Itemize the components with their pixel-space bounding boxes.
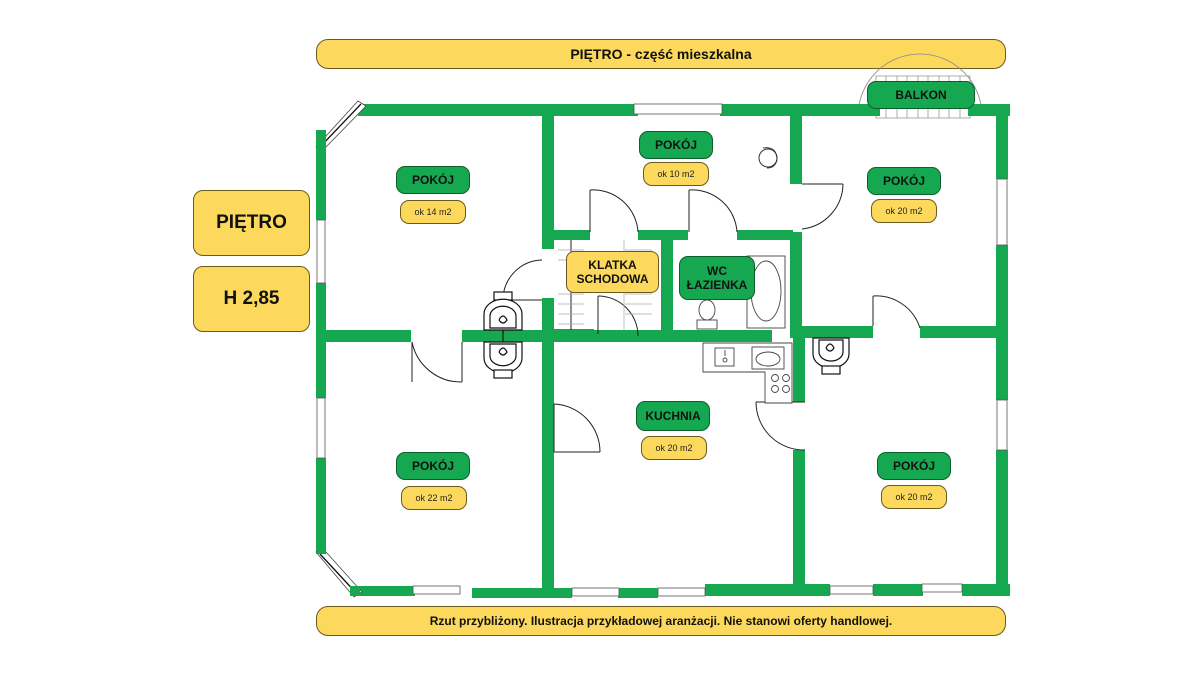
room-name-label: POKÓJ bbox=[867, 167, 941, 195]
door-swing-icon bbox=[589, 189, 639, 233]
balcony-label: BALKON bbox=[867, 81, 975, 109]
wall bbox=[316, 145, 326, 220]
staircase-label-line2: SCHODOWA bbox=[576, 272, 649, 286]
window-icon bbox=[316, 397, 326, 459]
bathroom-label: WC ŁAZIENKA bbox=[679, 256, 755, 300]
window-icon bbox=[571, 587, 620, 597]
wall bbox=[554, 329, 594, 333]
wall bbox=[316, 330, 411, 342]
window-icon bbox=[412, 585, 461, 595]
kitchen-name-label: KUCHNIA bbox=[636, 401, 710, 431]
ceiling-height-box: H 2,85 bbox=[193, 266, 310, 332]
window-icon bbox=[316, 219, 326, 284]
door-swing-icon bbox=[688, 189, 738, 233]
window-icon bbox=[829, 585, 874, 595]
wall bbox=[542, 298, 554, 588]
door-swing-icon bbox=[411, 341, 463, 383]
doors bbox=[411, 183, 921, 453]
wall bbox=[793, 450, 805, 596]
sink-icon bbox=[751, 346, 785, 370]
bathroom-label-line1: WC bbox=[707, 264, 727, 278]
room-name-label: POKÓJ bbox=[396, 452, 470, 480]
wall bbox=[996, 104, 1008, 179]
kitchen-counter bbox=[702, 342, 793, 404]
room-area-label: ok 20 m2 bbox=[881, 485, 947, 509]
floor-label-box: PIĘTRO bbox=[193, 190, 310, 256]
room-area-label: ok 22 m2 bbox=[401, 486, 467, 510]
wall bbox=[920, 326, 1008, 338]
kitchen-area-label: ok 20 m2 bbox=[641, 436, 707, 460]
window-icon bbox=[657, 587, 706, 597]
stove-fireplace-icon bbox=[812, 337, 850, 375]
room-name-label: POKÓJ bbox=[877, 452, 951, 480]
balcony-arc bbox=[857, 53, 983, 117]
bay-window-bottom bbox=[315, 130, 363, 598]
window-icon bbox=[996, 178, 1008, 246]
wall bbox=[737, 230, 793, 240]
wall bbox=[793, 338, 805, 402]
wall bbox=[790, 232, 802, 338]
bathroom-label-line2: ŁAZIENKA bbox=[686, 278, 748, 292]
stove-fireplace-icon bbox=[483, 291, 523, 331]
disclaimer-text: Rzut przybliżony. Ilustracja przykładowe… bbox=[429, 614, 893, 628]
wall bbox=[873, 584, 923, 596]
wall bbox=[705, 584, 830, 596]
wall bbox=[996, 245, 1008, 400]
wall bbox=[355, 586, 415, 596]
ceiling-height-label: H 2,85 bbox=[223, 288, 280, 309]
wall bbox=[554, 230, 590, 240]
wall bbox=[472, 588, 572, 598]
window-icon bbox=[633, 103, 723, 115]
wall bbox=[638, 230, 688, 240]
floor-label: PIĘTRO bbox=[216, 212, 287, 233]
wall bbox=[316, 458, 326, 553]
cooktop-icon bbox=[771, 374, 790, 393]
title-banner: PIĘTRO - część mieszkalna bbox=[316, 39, 1006, 69]
door-swing-icon bbox=[553, 403, 601, 453]
sink-icon bbox=[714, 347, 735, 367]
room-area-label: ok 14 m2 bbox=[400, 200, 466, 224]
wall bbox=[662, 330, 772, 342]
room-area-label: ok 20 m2 bbox=[871, 199, 937, 223]
armchair-icon bbox=[758, 147, 778, 169]
room-area-label: ok 10 m2 bbox=[643, 162, 709, 186]
window-icon bbox=[921, 583, 963, 593]
staircase-label-line1: KLATKA bbox=[588, 258, 637, 272]
plan-title: PIĘTRO - część mieszkalna bbox=[570, 46, 752, 62]
wall bbox=[661, 240, 673, 332]
wall bbox=[790, 104, 802, 184]
disclaimer-banner: Rzut przybliżony. Ilustracja przykładowe… bbox=[316, 606, 1006, 636]
wall bbox=[358, 104, 638, 116]
door-swing-icon bbox=[597, 295, 639, 337]
wall bbox=[996, 450, 1008, 596]
room-name-label: POKÓJ bbox=[396, 166, 470, 194]
window-icon bbox=[996, 399, 1008, 451]
wall bbox=[790, 326, 873, 338]
door-swing-icon bbox=[755, 401, 806, 451]
walls bbox=[316, 104, 1010, 598]
door-swing-icon bbox=[801, 183, 844, 230]
wall bbox=[542, 104, 554, 249]
toilet-icon bbox=[696, 299, 718, 330]
door-swing-icon bbox=[872, 295, 921, 329]
windows bbox=[316, 103, 1008, 597]
staircase-label: KLATKA SCHODOWA bbox=[566, 251, 659, 293]
wall bbox=[618, 588, 658, 598]
wall bbox=[462, 330, 662, 342]
stove-fireplace-icon bbox=[483, 330, 523, 379]
room-name-label: POKÓJ bbox=[639, 131, 713, 159]
